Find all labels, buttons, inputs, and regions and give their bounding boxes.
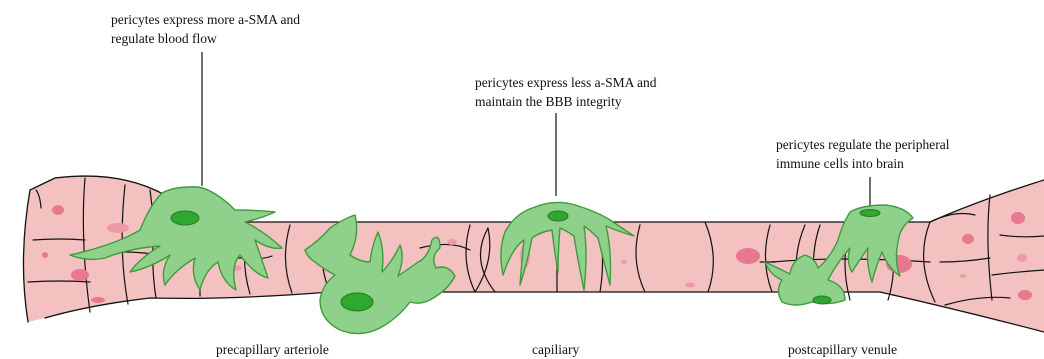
arteriole-annotation: pericytes express more a-SMA and regulat… <box>111 10 300 48</box>
vessel-lower-outline <box>45 292 1044 332</box>
capillary-annotation: pericytes express less a-SMA and maintai… <box>475 73 656 111</box>
arteriole-label: precapillary arteriole <box>216 340 329 359</box>
venule-label: postcapillary venule <box>788 340 897 359</box>
arteriole-annotation-line-2: regulate blood flow <box>111 29 300 48</box>
capillary-label: capiliary <box>532 340 579 359</box>
capillary-annotation-line-1: pericytes express less a-SMA and <box>475 73 656 92</box>
arteriole-annotation-line-1: pericytes express more a-SMA and <box>111 10 300 29</box>
capillary-annotation-line-2: maintain the BBB integrity <box>475 92 656 111</box>
venule-annotation-line-2: immune cells into brain <box>776 154 950 173</box>
venule-annotation-line-1: pericytes regulate the peripheral <box>776 135 950 154</box>
venule-annotation: pericytes regulate the peripheral immune… <box>776 135 950 173</box>
